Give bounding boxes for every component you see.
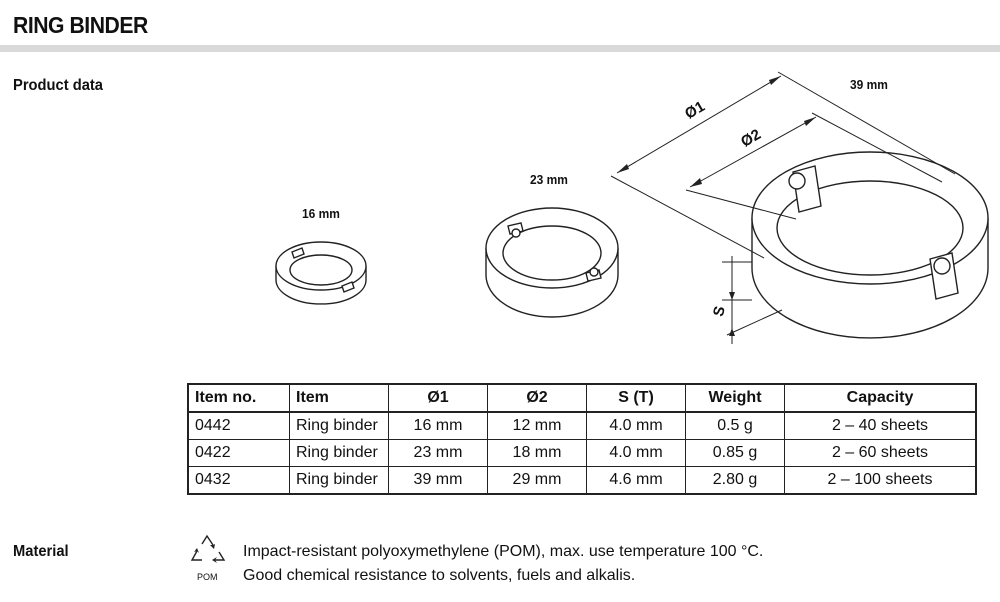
cell-weight: 0.85 g bbox=[685, 439, 785, 467]
size-label-medium: 23 mm bbox=[530, 172, 568, 187]
cell-diameter-1: 16 mm bbox=[388, 411, 488, 440]
cell-capacity: 2 – 60 sheets bbox=[784, 439, 977, 467]
product-data-heading: Product data bbox=[13, 77, 103, 94]
title-divider bbox=[0, 45, 1000, 52]
header-item: Item bbox=[289, 383, 389, 413]
cell-item: Ring binder bbox=[289, 466, 389, 495]
cell-item: Ring binder bbox=[289, 411, 389, 440]
specification-table: Item no. Item Ø1 Ø2 S (T) Weight Capacit… bbox=[187, 383, 977, 495]
cell-capacity: 2 – 40 sheets bbox=[784, 411, 977, 440]
table-row: 0422 Ring binder 23 mm 18 mm 4.0 mm 0.85… bbox=[187, 439, 977, 467]
cell-diameter-1: 39 mm bbox=[388, 466, 488, 495]
cell-diameter-1: 23 mm bbox=[388, 439, 488, 467]
table-header-row: Item no. Item Ø1 Ø2 S (T) Weight Capacit… bbox=[187, 383, 977, 413]
cell-item: Ring binder bbox=[289, 439, 389, 467]
cell-thickness: 4.6 mm bbox=[586, 466, 686, 495]
ring-small-illustration bbox=[275, 241, 367, 305]
header-diameter-2: Ø2 bbox=[487, 383, 587, 413]
material-description-line2: Good chemical resistance to solvents, fu… bbox=[243, 567, 636, 584]
cell-diameter-2: 29 mm bbox=[487, 466, 587, 495]
cell-weight: 2.80 g bbox=[685, 466, 785, 495]
header-weight: Weight bbox=[685, 383, 785, 413]
header-item-no: Item no. bbox=[187, 383, 290, 413]
recycling-code-label: POM bbox=[197, 572, 218, 582]
size-label-large: 39 mm bbox=[850, 77, 888, 92]
cell-capacity: 2 – 100 sheets bbox=[784, 466, 977, 495]
cell-item-no: 0432 bbox=[187, 466, 290, 495]
cell-thickness: 4.0 mm bbox=[586, 411, 686, 440]
table-row: 0432 Ring binder 39 mm 29 mm 4.6 mm 2.80… bbox=[187, 466, 977, 495]
cell-diameter-2: 12 mm bbox=[487, 411, 587, 440]
recycling-symbol-icon bbox=[190, 534, 226, 563]
material-heading: Material bbox=[13, 543, 69, 560]
size-label-small: 16 mm bbox=[302, 206, 340, 221]
cell-item-no: 0422 bbox=[187, 439, 290, 467]
cell-thickness: 4.0 mm bbox=[586, 439, 686, 467]
ring-medium-illustration bbox=[485, 207, 619, 318]
ring-large-illustration bbox=[751, 151, 989, 339]
table-row: 0442 Ring binder 16 mm 12 mm 4.0 mm 0.5 … bbox=[187, 411, 977, 440]
material-description-line1: Impact-resistant polyoxymethylene (POM),… bbox=[243, 543, 764, 560]
header-diameter-1: Ø1 bbox=[388, 383, 488, 413]
page-title: RING BINDER bbox=[13, 12, 148, 38]
cell-diameter-2: 18 mm bbox=[487, 439, 587, 467]
ring-binder-drawing bbox=[275, 71, 989, 344]
cell-weight: 0.5 g bbox=[685, 411, 785, 440]
header-capacity: Capacity bbox=[784, 383, 977, 413]
cell-item-no: 0442 bbox=[187, 411, 290, 440]
header-thickness: S (T) bbox=[586, 383, 686, 413]
